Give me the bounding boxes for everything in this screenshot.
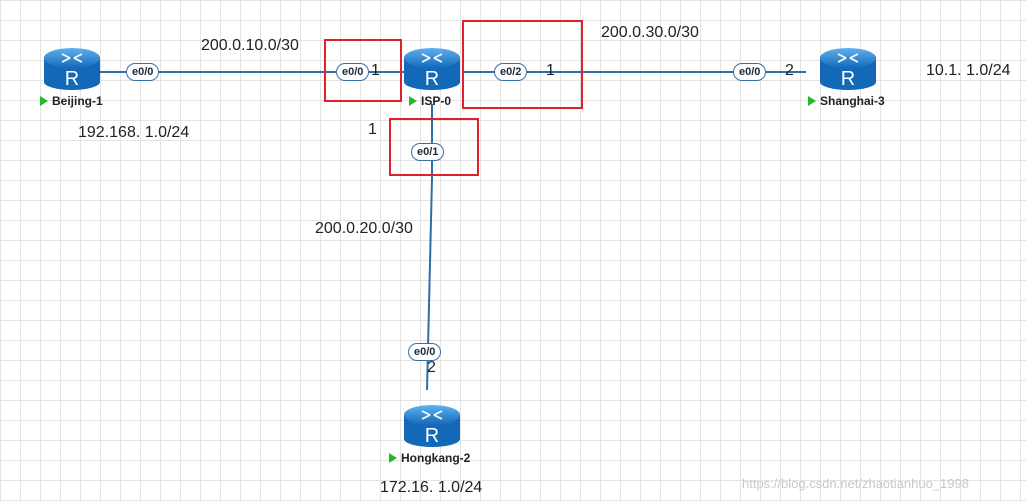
device-name: Shanghai-3 [820, 94, 885, 108]
port-beijing-e0-0[interactable]: e0/0 [126, 63, 160, 81]
device-label-shanghai: Shanghai-3 [808, 94, 885, 108]
router-hongkang[interactable]: R [400, 395, 464, 451]
router-icon: R [404, 405, 460, 447]
network-label-isp-hongkang: 200.0.20.0/30 [315, 220, 413, 237]
svg-text:R: R [841, 68, 855, 90]
port-isp-e0-2[interactable]: e0/2 [494, 63, 528, 81]
highlight-box-isp-e0-2 [462, 20, 583, 109]
lan-label-beijing: 192.168. 1.0/24 [78, 124, 190, 141]
network-label-beijing-isp: 200.0.10.0/30 [201, 37, 299, 54]
host-number-isp-e0-0: 1 [371, 62, 380, 79]
device-label-isp: ISP-0 [409, 94, 451, 108]
watermark: https://blog.csdn.net/zhaotianhuo_1998 [742, 476, 969, 491]
highlight-box-isp-e0-1 [389, 118, 479, 176]
play-arrow-icon [40, 96, 48, 106]
play-arrow-icon [409, 96, 417, 106]
router-icon: R [820, 48, 876, 90]
host-number-hongkang-e0-0: 2 [427, 359, 436, 376]
device-name: ISP-0 [421, 94, 452, 108]
port-isp-e0-1[interactable]: e0/1 [411, 143, 445, 161]
device-label-beijing: Beijing-1 [40, 94, 103, 108]
port-hongkang-e0-0[interactable]: e0/0 [408, 343, 442, 361]
svg-text:R: R [425, 68, 439, 90]
host-number-shanghai-e0-0: 2 [785, 62, 794, 79]
play-arrow-icon [389, 453, 397, 463]
router-icon: R [404, 48, 460, 90]
host-number-isp-e0-1: 1 [368, 121, 377, 138]
router-icon: R [44, 48, 100, 90]
svg-text:R: R [425, 425, 439, 447]
play-arrow-icon [808, 96, 816, 106]
svg-text:R: R [65, 68, 79, 90]
device-name: Hongkang-2 [401, 451, 471, 465]
router-isp[interactable]: R [400, 38, 464, 94]
router-beijing[interactable]: R [40, 38, 104, 94]
port-shanghai-e0-0[interactable]: e0/0 [733, 63, 767, 81]
host-number-isp-e0-2: 1 [546, 62, 555, 79]
router-shanghai[interactable]: R [816, 38, 880, 94]
lan-label-hongkang: 172.16. 1.0/24 [380, 479, 483, 496]
port-isp-e0-0[interactable]: e0/0 [336, 63, 370, 81]
highlight-box-isp-e0-0 [324, 39, 402, 102]
device-name: Beijing-1 [52, 94, 103, 108]
device-label-hongkang: Hongkang-2 [389, 451, 470, 465]
network-label-isp-shanghai: 200.0.30.0/30 [601, 24, 699, 41]
lan-label-shanghai: 10.1. 1.0/24 [926, 62, 1011, 79]
